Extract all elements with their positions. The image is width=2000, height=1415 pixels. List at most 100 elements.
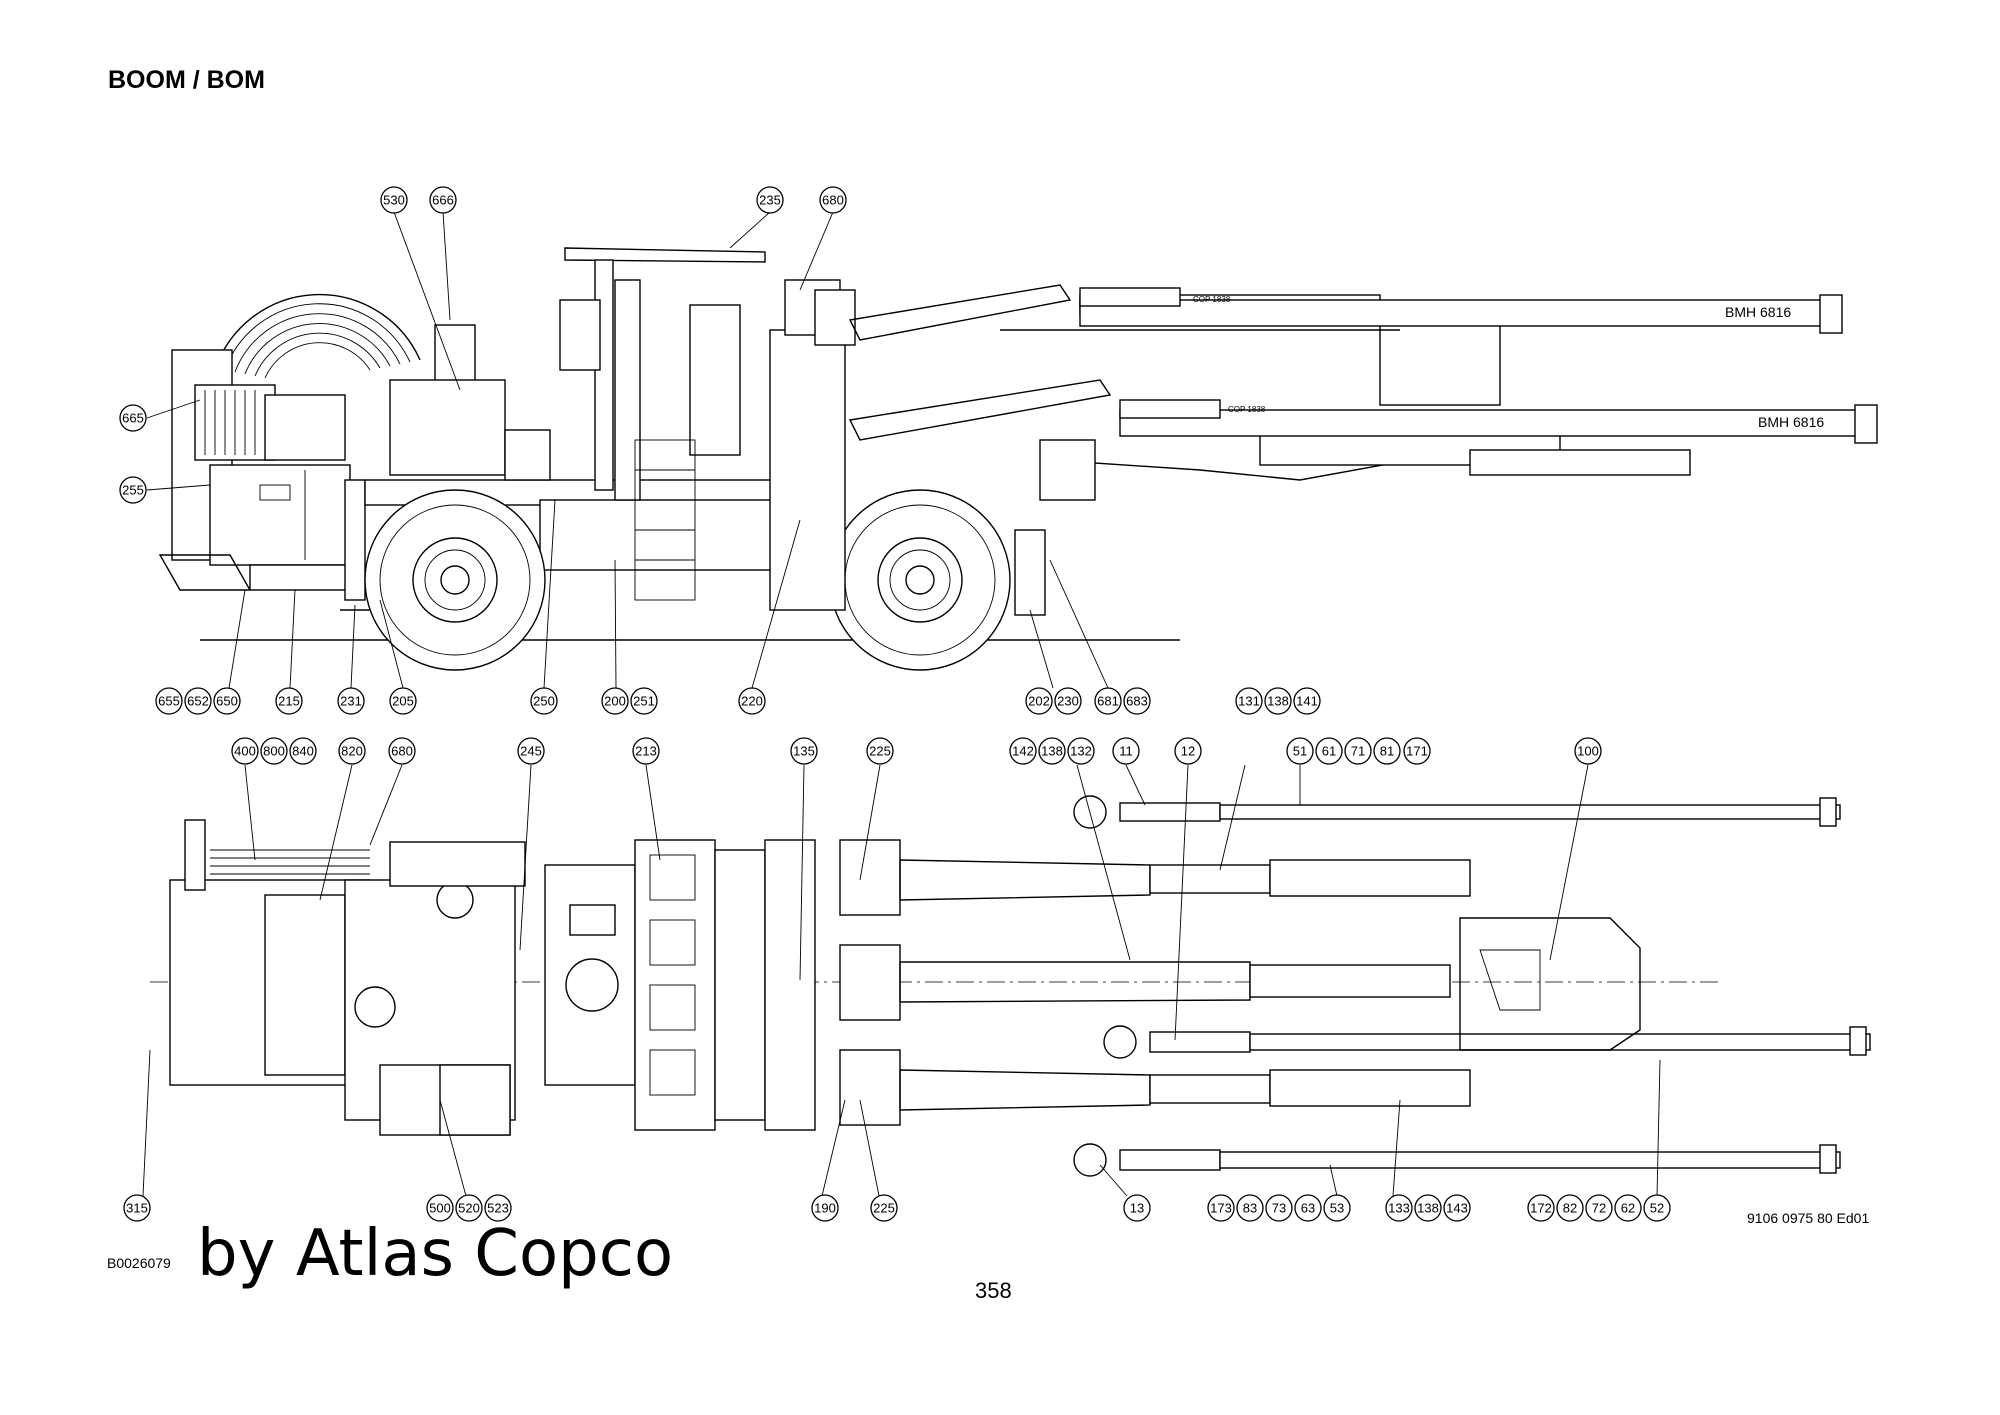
top-view-drawing [150,795,1871,1177]
boom-swing-unit [814,289,856,346]
rear-bumper [184,819,206,891]
access-ladder [634,439,696,601]
rock-drill-lower-marking: COP 1838 [1228,405,1266,414]
svg-text:53: 53 [1330,1201,1344,1216]
svg-text:11: 11 [1119,744,1133,759]
callout-215: 215 [275,687,303,715]
svg-text:62: 62 [1621,1201,1635,1216]
oil-tank [264,394,346,461]
rear-jack [344,479,366,601]
callout-400: 400 [231,737,259,765]
callout-800: 800 [260,737,288,765]
boom-base-center [839,944,901,1021]
engine [389,379,506,476]
callout-141: 141 [1293,687,1321,715]
figure-id: B0026079 [107,1255,171,1271]
feed-beam-2 [1103,1025,1871,1059]
svg-text:61: 61 [1322,744,1336,759]
svg-text:225: 225 [869,744,891,759]
cabinet-base [249,564,361,591]
svg-text:52: 52 [1650,1201,1664,1216]
callout-665: 665 [119,404,147,432]
svg-text:73: 73 [1272,1201,1286,1216]
callout-12: 12 [1174,737,1202,765]
callout-171: 171 [1403,737,1431,765]
callout-135: 135 [790,737,818,765]
callout-100: 100 [1574,737,1602,765]
svg-text:138: 138 [1267,694,1289,709]
svg-text:131: 131 [1238,694,1260,709]
lower-boom [848,379,1691,501]
callout-13: 13 [1123,1194,1151,1222]
boom-support-column [769,329,846,611]
front-wheel [829,489,1011,671]
rear-wheel [364,489,546,671]
callouts-top-bottom: 315 500 520 523 190 225 13 173 83 73 63 … [123,1194,1671,1222]
callout-190: 190 [811,1194,839,1222]
callout-172: 172 [1527,1194,1555,1222]
side-view-leader-lines [146,211,1109,689]
callout-143: 143 [1443,1194,1471,1222]
svg-text:172: 172 [1530,1201,1552,1216]
electric-cabinet [209,464,351,566]
svg-text:235: 235 [759,193,781,208]
callout-231: 231 [337,687,365,715]
svg-text:230: 230 [1057,694,1079,709]
callout-131: 131 [1235,687,1263,715]
callout-83: 83 [1236,1194,1264,1222]
svg-text:171: 171 [1406,744,1428,759]
control-panel [689,304,741,456]
callout-138-b: 138 [1264,687,1292,715]
front-jack [1014,529,1046,616]
svg-text:138: 138 [1417,1201,1439,1216]
svg-text:523: 523 [487,1201,509,1216]
callout-683: 683 [1123,687,1151,715]
callout-251: 251 [630,687,658,715]
operator-platform [544,864,636,1086]
callout-500: 500 [426,1194,454,1222]
callout-132: 132 [1067,737,1095,765]
motor-fins [204,390,256,455]
callouts-side-top: 530 666 235 680 [380,186,847,214]
canopy-roof [564,247,766,263]
callouts-top-top: 400 800 840 820 680 245 213 135 225 142 … [231,687,1602,765]
svg-text:840: 840 [292,744,314,759]
control-column [559,299,601,371]
callout-61: 61 [1315,737,1343,765]
center-boom-arm [899,961,1451,1003]
battery-box [389,841,526,887]
svg-text:655: 655 [158,694,180,709]
svg-text:63: 63 [1301,1201,1315,1216]
lower-feed-beam [1119,399,1878,444]
svg-text:215: 215 [278,694,300,709]
svg-text:400: 400 [234,744,256,759]
callout-681: 681 [1094,687,1122,715]
muffler [504,429,551,481]
callout-11: 11 [1112,737,1140,765]
callout-520: 520 [455,1194,483,1222]
callout-213: 213 [632,737,660,765]
callout-523: 523 [484,1194,512,1222]
svg-text:83: 83 [1243,1201,1257,1216]
service-basket [1459,917,1641,1051]
callout-133: 133 [1385,1194,1413,1222]
svg-text:251: 251 [633,694,655,709]
svg-text:81: 81 [1380,744,1394,759]
svg-text:666: 666 [432,193,454,208]
callouts-side-left: 665 255 [119,404,147,504]
control-valve-blocks [649,854,696,1096]
steering-wheel [565,958,619,1012]
svg-text:683: 683 [1126,694,1148,709]
svg-text:190: 190 [814,1201,836,1216]
callout-255: 255 [119,476,147,504]
svg-text:12: 12 [1181,744,1195,759]
callout-52: 52 [1643,1194,1671,1222]
motor-666 [434,324,476,386]
svg-text:142: 142 [1012,744,1034,759]
feed-beam-3 [1073,1143,1841,1177]
callout-220: 220 [738,687,766,715]
callout-315: 315 [123,1194,151,1222]
svg-text:200: 200 [604,694,626,709]
operator-seat [569,904,616,936]
